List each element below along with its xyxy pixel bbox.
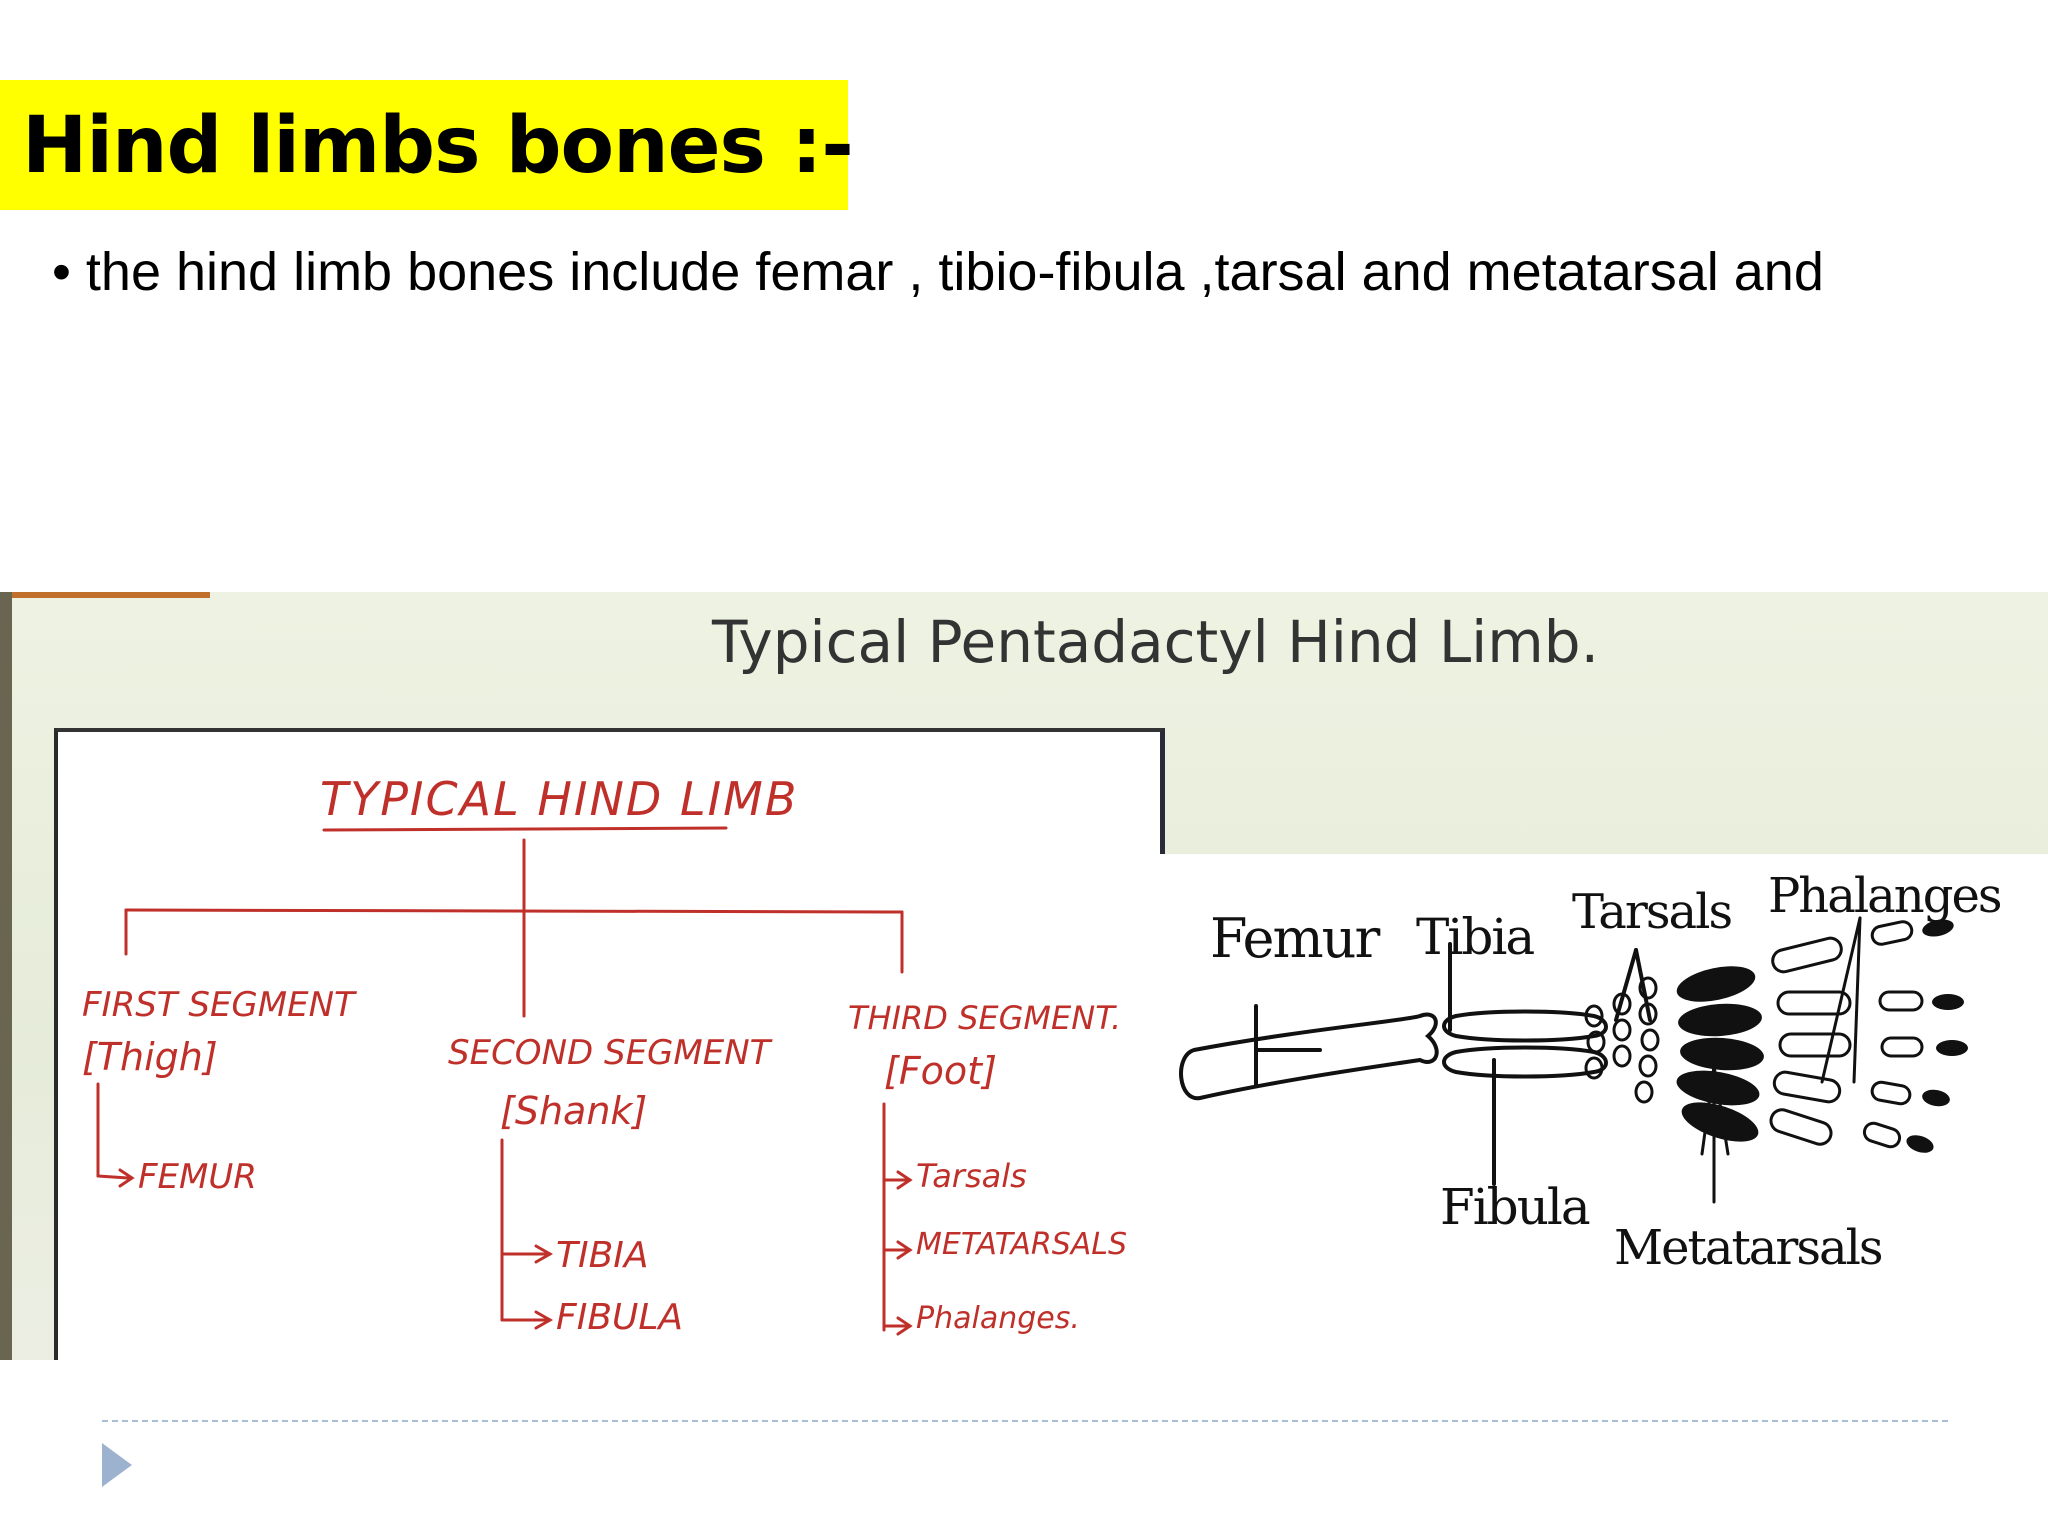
board-root-label: TYPICAL HIND LIMB: [320, 772, 799, 826]
board-femur: FEMUR: [138, 1157, 257, 1197]
board-tibia: TIBIA: [556, 1235, 649, 1276]
limb-bone-drawing: [1179, 916, 1968, 1204]
diagram-label-fibula: Fibula: [1440, 1178, 1591, 1236]
diagram-label-femur: Femur: [1210, 907, 1380, 970]
title-highlight: [0, 80, 848, 210]
whiteboard: TYPICAL HIND LIMB FIRST SEGMENT [Thigh] …: [54, 728, 1165, 1360]
photo-heading: Typical Pentadactyl Hind Limb.: [712, 608, 1600, 676]
board-metatarsals: METATARSALS: [916, 1227, 1128, 1262]
board-first-segment-part: [Thigh]: [82, 1035, 218, 1079]
whiteboard-tree-lines: [96, 826, 913, 1336]
footer-divider: [102, 1420, 1948, 1422]
diagram-label-tarsals: Tarsals: [1572, 884, 1733, 940]
board-first-segment: FIRST SEGMENT: [82, 985, 355, 1025]
limb-diagram: Femur Tibia Tarsals Phalanges Fibula Met…: [1160, 854, 2048, 1360]
board-second-segment: SECOND SEGMENT: [448, 1033, 771, 1073]
diagram-label-metatarsals: Metatarsals: [1614, 1220, 1884, 1276]
photo-left-border: [0, 592, 12, 1360]
photo-edge-strip: [0, 592, 210, 598]
triangle-right-icon[interactable]: [102, 1443, 132, 1487]
board-fibula: FIBULA: [556, 1297, 684, 1338]
board-third-segment: THIRD SEGMENT.: [848, 999, 1122, 1037]
board-second-segment-part: [Shank]: [500, 1089, 648, 1133]
diagram-label-tibia: Tibia: [1416, 908, 1535, 966]
bullet-text: • the hind limb bones include femar , ti…: [52, 242, 1824, 302]
slide-title: Hind limbs bones :-: [22, 101, 854, 191]
embedded-photo: Typical Pentadactyl Hind Limb.: [0, 592, 2048, 1360]
board-tarsals: Tarsals: [916, 1157, 1027, 1195]
board-phalanges: Phalanges.: [916, 1301, 1080, 1336]
board-third-segment-part: [Foot]: [884, 1049, 997, 1093]
diagram-label-phalanges: Phalanges: [1768, 868, 2002, 924]
